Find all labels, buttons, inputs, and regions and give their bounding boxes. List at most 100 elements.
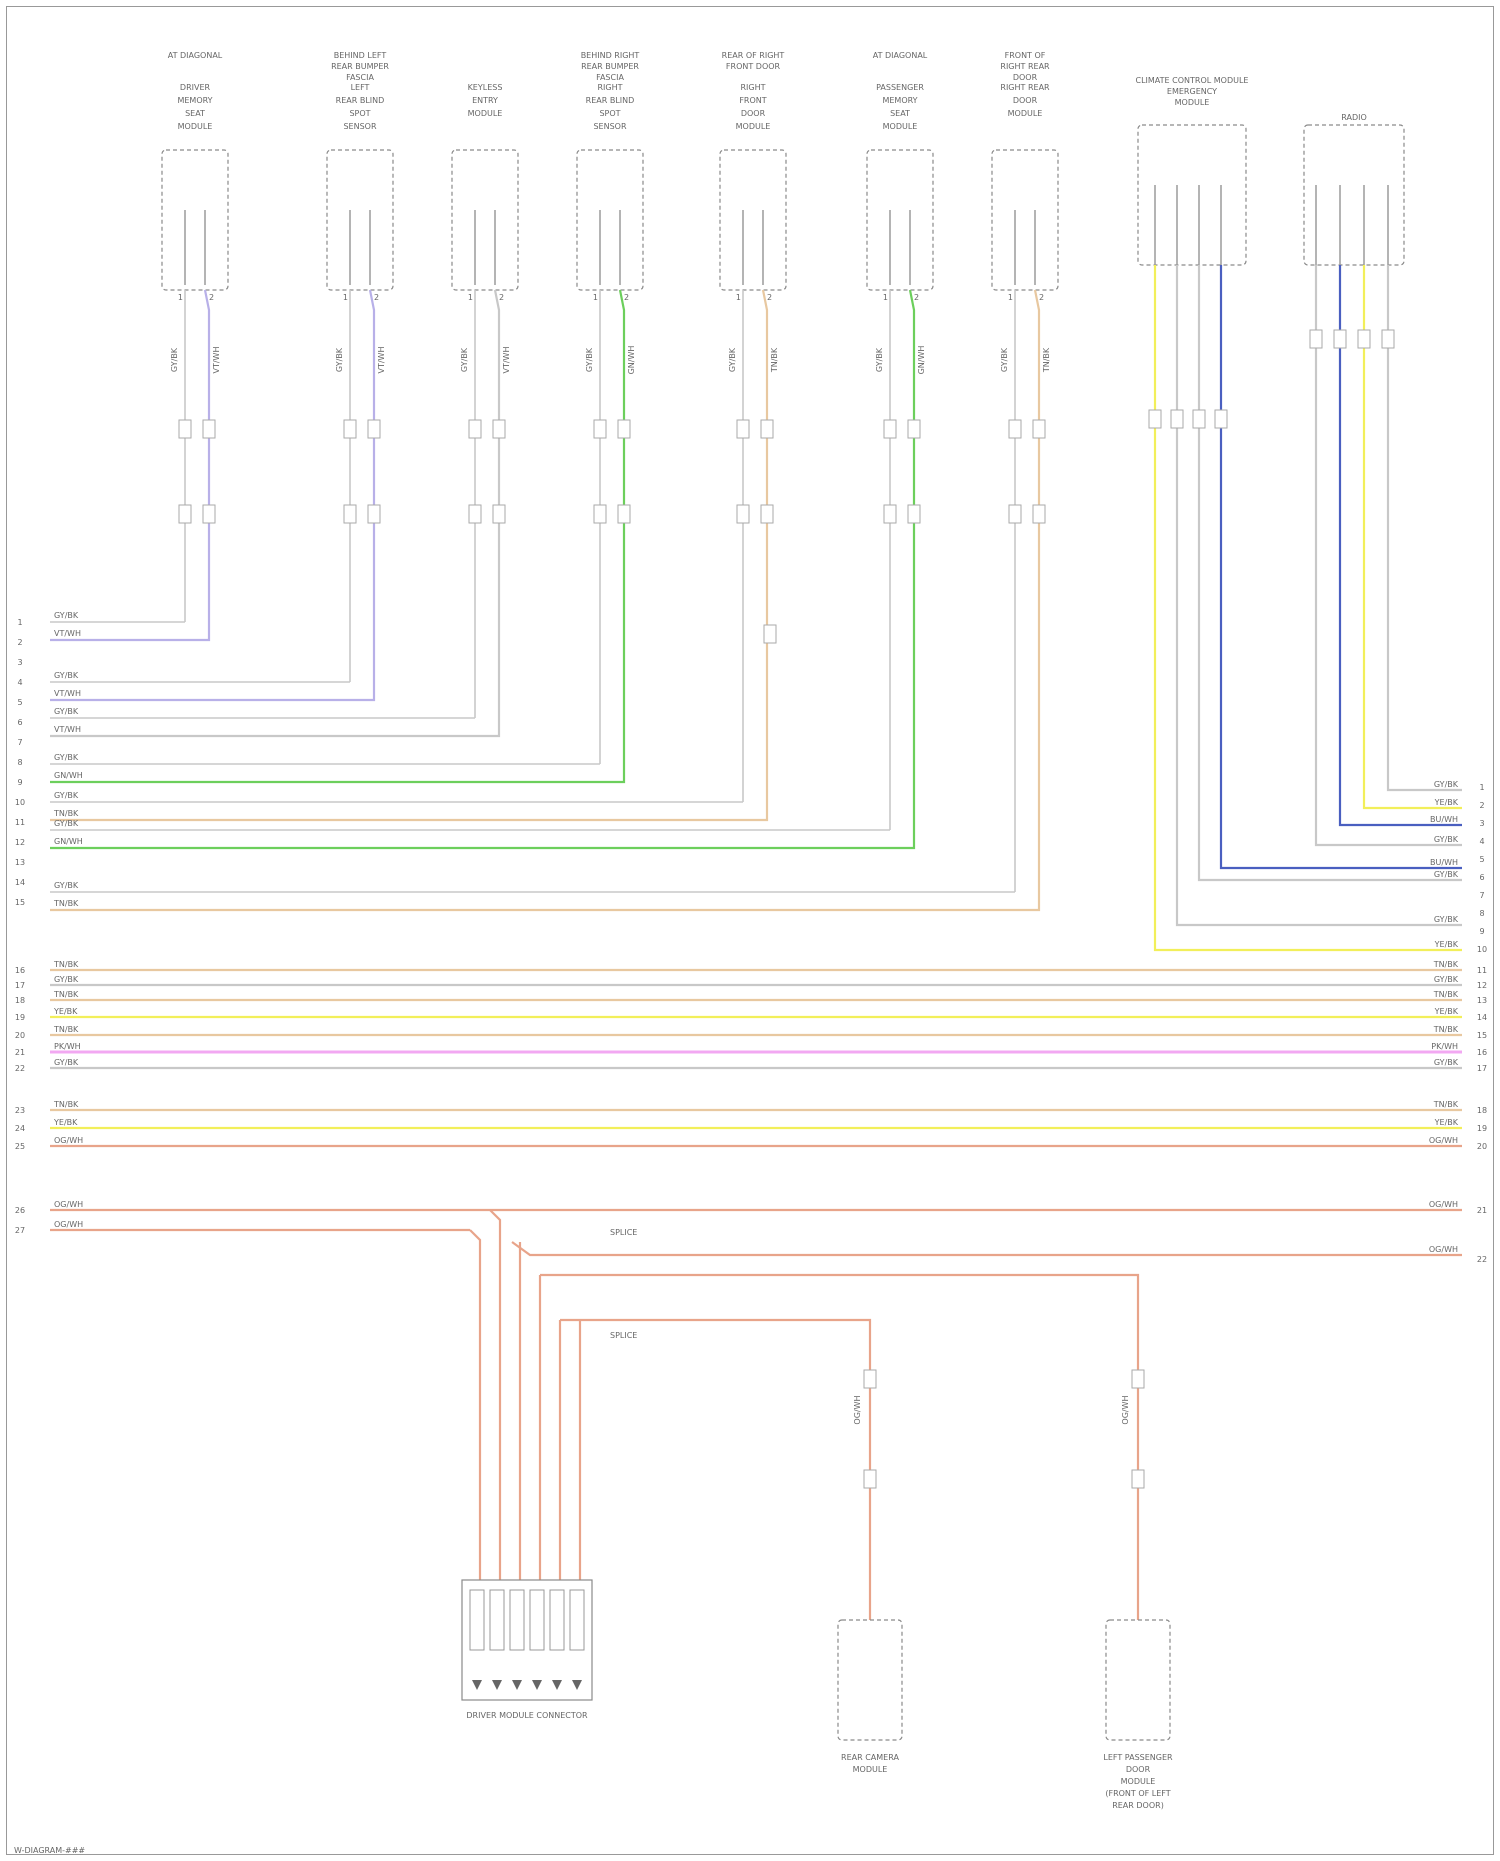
component-title: MODULE: [1008, 109, 1043, 118]
component-title: KEYLESS: [468, 83, 503, 92]
bus-pin-number: 11: [15, 818, 25, 827]
wire-label: GY/BK: [170, 347, 179, 372]
wire-label: OG/WH: [853, 1395, 862, 1424]
component-title: LEFT PASSENGER: [1103, 1753, 1173, 1762]
component-b2-body: [838, 1620, 902, 1740]
wire-label: GN/WH: [917, 346, 926, 375]
bus-pin-number: 22: [15, 1064, 25, 1073]
connector-marker: [1382, 330, 1394, 348]
wire-label: GY/BK: [585, 347, 594, 372]
pin-number: 1: [593, 293, 598, 302]
bus-pin-number: 22: [1477, 1255, 1487, 1264]
pin-number: 2: [374, 293, 379, 302]
component-title: RIGHT REAR: [1000, 83, 1050, 92]
wire-orange: [560, 1320, 870, 1620]
connector-marker: [179, 420, 191, 438]
component-note: RIGHT REAR: [1000, 62, 1050, 71]
connector-marker: [618, 420, 630, 438]
component-title: MODULE: [178, 122, 213, 131]
pin-number: 2: [914, 293, 919, 302]
wire-label: GY/BK: [875, 347, 884, 372]
wire-label: OG/WH: [54, 1136, 83, 1145]
bus-pin-number: 6: [17, 718, 22, 727]
component-title: FRONT: [739, 96, 766, 105]
connector-marker: [179, 505, 191, 523]
wire-label: GY/BK: [54, 753, 79, 762]
bus-pin-number: 14: [15, 878, 25, 887]
component-title: SEAT: [185, 109, 205, 118]
component-title: SENSOR: [593, 122, 626, 131]
bus-pin-number: 20: [15, 1031, 25, 1040]
component-note: FASCIA: [346, 73, 374, 82]
bus-pin-number: 25: [15, 1142, 25, 1151]
bus-pin-number: 19: [15, 1013, 25, 1022]
wire-label: YE/BK: [53, 1007, 78, 1016]
connector-marker: [1215, 410, 1227, 428]
bus-pin-number: 5: [1479, 855, 1484, 864]
wire-label: TN/BK: [53, 990, 79, 999]
component-title: MODULE: [1121, 1777, 1156, 1786]
connector-marker: [1358, 330, 1370, 348]
pin-number: 2: [624, 293, 629, 302]
component-title: REAR BLIND: [336, 96, 385, 105]
bus-pin-number: 8: [1479, 909, 1484, 918]
pin-number: 2: [767, 293, 772, 302]
wire-label: VT/WH: [54, 629, 81, 638]
connector-marker: [344, 420, 356, 438]
bus-pin-number: 2: [17, 638, 22, 647]
component-note: FASCIA: [596, 73, 624, 82]
connector-marker: [493, 420, 505, 438]
wire-label: OG/WH: [1429, 1136, 1458, 1145]
wire-label: GY/BK: [1434, 1058, 1459, 1067]
connector-marker: [618, 505, 630, 523]
bus-pin-number: 17: [15, 981, 25, 990]
component-title: SPOT: [349, 109, 370, 118]
bus-pin-number: 2: [1479, 801, 1484, 810]
connector-marker: [1334, 330, 1346, 348]
connector-marker: [594, 505, 606, 523]
component-title: EMERGENCY: [1167, 87, 1217, 96]
connector-marker: [1132, 1470, 1144, 1488]
bus-pin-number: 21: [15, 1048, 25, 1057]
component-title: MODULE: [883, 122, 918, 131]
component-c7: [992, 150, 1058, 290]
wire-orange: [490, 1210, 500, 1610]
connector-pin: [470, 1590, 484, 1650]
wire-label: GY/BK: [335, 347, 344, 372]
bus-pin-number: 5: [17, 698, 22, 707]
connector-marker: [737, 505, 749, 523]
wire-label: GY/BK: [1434, 835, 1459, 844]
component-note: AT DIAGONAL: [168, 51, 223, 60]
connector-marker: [594, 420, 606, 438]
wire-label: TN/BK: [1433, 960, 1459, 969]
component-body: [162, 150, 228, 290]
bus-pin-number: 23: [15, 1106, 25, 1115]
bus-pin-number: 4: [1479, 837, 1484, 846]
connector-marker: [761, 505, 773, 523]
component-title: DRIVER: [180, 83, 211, 92]
wire-label: TN/BK: [1433, 990, 1459, 999]
connector-marker: [1310, 330, 1322, 348]
component-title: (FRONT OF LEFT: [1105, 1789, 1170, 1798]
component-title: LEFT: [351, 83, 370, 92]
component-body: [452, 150, 518, 290]
wire-label: TN/BK: [770, 347, 779, 373]
wire-label: OG/WH: [1429, 1245, 1458, 1254]
connector-pin: [530, 1590, 544, 1650]
component-title: PASSENGER: [876, 83, 924, 92]
wire-label: GY/BK: [54, 819, 79, 828]
wire-gray: [1388, 265, 1462, 790]
bus-pin-number: 24: [15, 1124, 25, 1133]
bus-pin-number: 18: [1477, 1106, 1487, 1115]
component-title: SPOT: [599, 109, 620, 118]
wire-label: GN/WH: [54, 771, 83, 780]
wire-label: VT/WH: [54, 725, 81, 734]
bus-pin-number: 26: [15, 1206, 25, 1215]
connector-pin: [490, 1590, 504, 1650]
component-c9-body: [1304, 125, 1404, 265]
bus-pin-number: 3: [1479, 819, 1484, 828]
component-c1: [162, 150, 228, 290]
wire-label: PK/WH: [1431, 1042, 1458, 1051]
bus-pin-number: 1: [17, 618, 22, 627]
